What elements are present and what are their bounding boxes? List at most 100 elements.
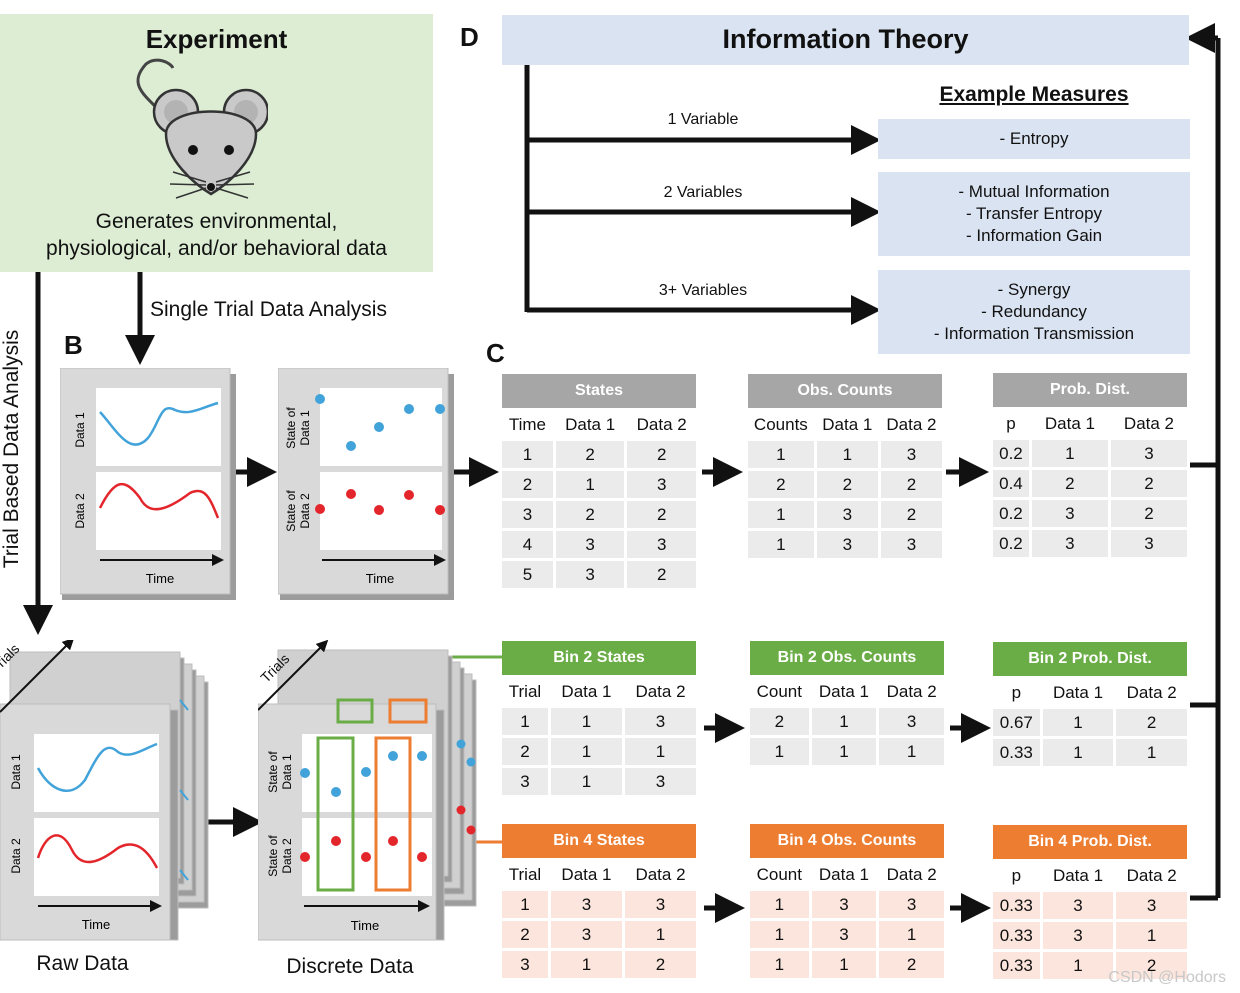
raw-data-plot: Time Data 1 Data 2	[60, 368, 236, 600]
table-title: Obs. Counts	[748, 374, 942, 408]
table-title: Bin 2 States	[502, 641, 696, 675]
table-cell: 0.67	[993, 709, 1040, 736]
table-cell: 3	[880, 531, 942, 558]
state1-label-l2: Data 1	[298, 410, 312, 446]
column-header: Data 2	[880, 411, 942, 438]
column-header: Data 2	[624, 678, 696, 705]
table-cell: 0.4	[993, 470, 1029, 497]
table-cell: 2	[816, 471, 878, 498]
table-cell: 1	[1031, 440, 1108, 467]
table-cell: 2	[555, 441, 625, 468]
experiment-description-line2: physiological, and/or behavioral data	[46, 237, 387, 260]
table-cell: 2	[880, 501, 942, 528]
table-cell: 3	[1042, 922, 1114, 949]
table-cell: 1	[550, 738, 622, 765]
measure-transfer-entropy: - Transfer Entropy	[965, 204, 1103, 223]
panel-label-c: C	[486, 338, 505, 368]
column-header: Data 1	[1031, 410, 1108, 437]
raw-data1-label: Data 1	[73, 412, 87, 448]
table-cell: 3	[624, 708, 696, 735]
table-cell: 3	[1042, 892, 1114, 919]
experiment-description-line1: Generates environmental,	[95, 210, 338, 233]
table-title: Bin 2 Prob. Dist.	[993, 642, 1187, 676]
table-cell: 1	[748, 531, 814, 558]
discrete-state1-l1: State of	[266, 751, 280, 793]
table-cell: 3	[502, 951, 548, 978]
table-cell: 1	[1042, 739, 1114, 766]
table-cell: 2	[1031, 470, 1108, 497]
single-trial-label: Single Trial Data Analysis	[150, 298, 387, 321]
mouse-icon	[136, 58, 268, 199]
table-cell: 3	[880, 441, 942, 468]
table-cell: 2	[502, 471, 553, 498]
table-cell: 2	[502, 738, 548, 765]
column-header: Count	[750, 678, 809, 705]
table-cell: 3	[816, 531, 878, 558]
column-header: Data 2	[627, 411, 696, 438]
raw-data-label: Raw Data	[36, 952, 129, 975]
table-cell: 3	[502, 768, 548, 795]
raw-data2-label: Data 2	[73, 493, 87, 529]
column-header: Data 1	[550, 678, 622, 705]
state2-label-l2: Data 2	[298, 493, 312, 529]
column-header: p	[993, 410, 1029, 437]
column-header: p	[993, 862, 1040, 889]
column-header: Data 2	[1116, 679, 1187, 706]
table-cell: 2	[1110, 500, 1187, 527]
table-cell: 1	[748, 441, 814, 468]
column-header: Time	[502, 411, 553, 438]
measures-box-2var: - Mutual Information - Transfer Entropy …	[878, 172, 1190, 256]
table-cell: 0.33	[993, 892, 1040, 919]
info-theory-box	[502, 15, 1189, 65]
table-cell: 2	[627, 501, 696, 528]
raw-stack-data1-label: Data 1	[9, 754, 23, 790]
table-cell: 2	[627, 441, 696, 468]
measure-entropy: - Entropy	[999, 129, 1069, 148]
table-cell: 0.2	[993, 530, 1029, 557]
discrete-state1-l2: Data 1	[280, 754, 294, 790]
panel-label-b: B	[64, 330, 83, 360]
table-cell: 3	[627, 471, 696, 498]
table-title: Prob. Dist.	[993, 373, 1187, 407]
table-cell: 3	[1116, 892, 1187, 919]
feedback-line	[1190, 38, 1221, 901]
table-cell: 1	[811, 708, 877, 735]
experiment-title: Experiment	[145, 24, 288, 54]
three-variables-label: 3+ Variables	[658, 282, 748, 299]
table-cell: 3	[550, 921, 622, 948]
one-variable-label: 1 Variable	[667, 111, 739, 128]
table-cell: 2	[1116, 952, 1187, 979]
table-cell: 1	[502, 708, 548, 735]
column-header: Data 1	[555, 411, 625, 438]
discrete-data-label: Discrete Data	[286, 955, 414, 978]
table-cell: 3	[1110, 530, 1187, 557]
table-title: Bin 4 States	[502, 824, 696, 858]
table-cell: 3	[624, 768, 696, 795]
data1-series-line	[99, 401, 219, 446]
state-data-plot: Time State of Data 1 State of Data 2	[278, 368, 454, 600]
data2-series-line	[98, 482, 220, 519]
table-cell: 0.2	[993, 440, 1029, 467]
table-cell: 2	[627, 561, 696, 588]
table-cell: 1	[879, 921, 944, 948]
table-cell: 3	[1031, 500, 1108, 527]
table-cell: 3	[624, 891, 696, 918]
